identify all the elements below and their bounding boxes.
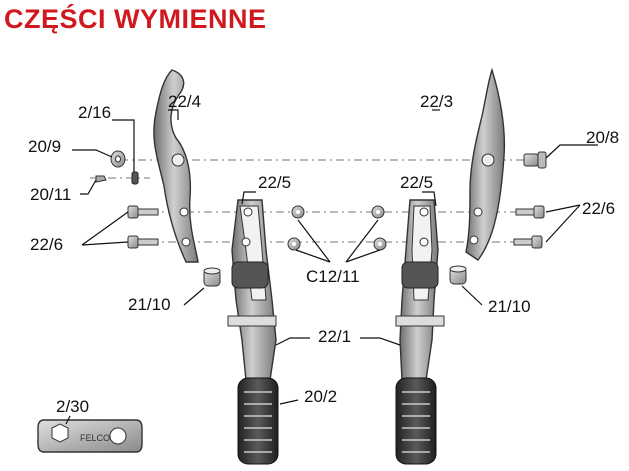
bumper-21-10-right: [449, 265, 467, 285]
part-labels: 22/4 22/3 2/16 20/9 20/8 20/11 22/5 22/5…: [28, 92, 619, 416]
label-20-11: 20/11: [30, 185, 71, 204]
right-handle-22-1: [395, 199, 445, 381]
label-21-10-right: 21/10: [488, 297, 531, 316]
left-grip-20-2: [237, 377, 279, 465]
label-22-6-left: 22/6: [30, 235, 63, 254]
wrench-brand-text: FELCO: [80, 433, 110, 443]
label-2-16: 2/16: [78, 103, 111, 122]
right-straight-blade: [465, 67, 506, 261]
small-screw-20-11: [95, 175, 107, 183]
leader-lines: [65, 109, 598, 425]
nuts-c12-11: [287, 205, 387, 251]
label-c12-11: C12/11: [306, 267, 360, 286]
label-2-30: 2/30: [56, 397, 89, 416]
pivot-bolt-20-8: [523, 151, 547, 169]
label-22-3: 22/3: [420, 92, 453, 111]
washer-20-9: [110, 150, 126, 168]
bolts-22-6-left: [127, 205, 159, 249]
label-20-9: 20/9: [28, 137, 61, 156]
left-handle-22-1: [227, 199, 277, 381]
left-hook-blade: [153, 69, 199, 263]
bolts-22-6-right: [513, 205, 545, 249]
label-22-4: 22/4: [168, 92, 201, 111]
label-22-5-right: 22/5: [400, 173, 433, 192]
page-title: CZĘŚCI WYMIENNE: [4, 4, 267, 34]
label-20-2: 20/2: [304, 387, 337, 406]
label-22-1: 22/1: [318, 327, 351, 346]
label-20-8: 20/8: [586, 128, 619, 147]
label-21-10-left: 21/10: [128, 295, 171, 314]
wrench-2-30: FELCO: [37, 419, 143, 453]
bumper-21-10-left: [203, 267, 221, 287]
spring-2-16: [131, 171, 139, 185]
label-22-6-right: 22/6: [582, 199, 615, 218]
label-22-5-left: 22/5: [258, 173, 291, 192]
right-grip-20-2: [395, 377, 437, 465]
